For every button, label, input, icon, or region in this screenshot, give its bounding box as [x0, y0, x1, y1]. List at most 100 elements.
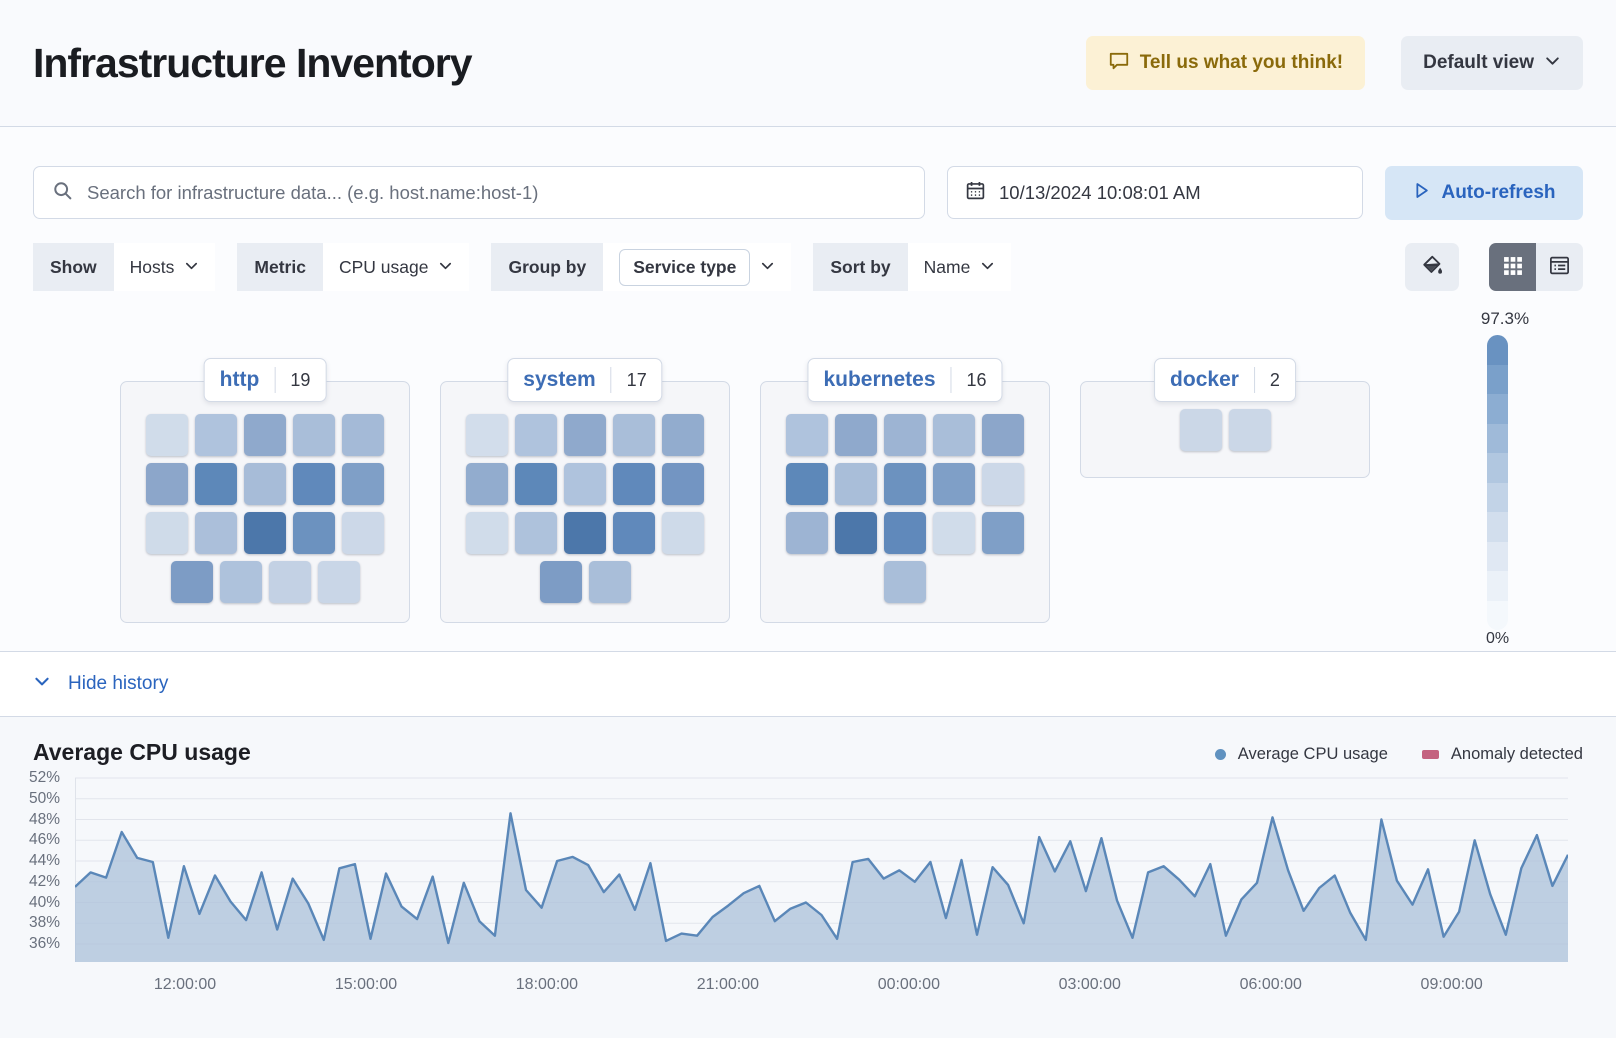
- waffle-tile[interactable]: [317, 561, 360, 603]
- waffle-tile[interactable]: [244, 414, 286, 456]
- waffle-tile[interactable]: [613, 414, 655, 456]
- waffle-tile[interactable]: [786, 463, 828, 505]
- waffle-tile[interactable]: [884, 463, 926, 505]
- waffle-tile[interactable]: [564, 512, 606, 554]
- cpu-history-section: Average CPU usage Average CPU usage Anom…: [0, 717, 1616, 1038]
- waffle-tile[interactable]: [195, 512, 237, 554]
- waffle-tile[interactable]: [982, 463, 1024, 505]
- legend-item-average-cpu[interactable]: Average CPU usage: [1214, 745, 1388, 764]
- waffle-tile[interactable]: [146, 463, 188, 505]
- group-count: 19: [290, 369, 311, 390]
- y-axis-label: 44%: [28, 852, 60, 869]
- date-picker-value: 10/13/2024 10:08:01 AM: [999, 181, 1201, 203]
- map-view-toggle-button[interactable]: [1489, 243, 1536, 291]
- group-by-pill[interactable]: Service type: [619, 248, 751, 286]
- y-axis-label: 38%: [28, 914, 60, 932]
- waffle-tile[interactable]: [835, 463, 877, 505]
- sort-by-filter-value[interactable]: Name: [907, 243, 1012, 291]
- waffle-tile[interactable]: [342, 414, 384, 456]
- waffle-tile[interactable]: [293, 414, 335, 456]
- waffle-tile[interactable]: [662, 512, 704, 554]
- waffle-tile[interactable]: [933, 512, 975, 554]
- waffle-tile[interactable]: [244, 463, 286, 505]
- waffle-tile[interactable]: [786, 414, 828, 456]
- waffle-tile[interactable]: [564, 414, 606, 456]
- legend-item-label: Anomaly detected: [1450, 745, 1583, 763]
- waffle-tile[interactable]: [170, 561, 213, 603]
- group-badge-docker[interactable]: docker 2: [1154, 358, 1296, 402]
- waffle-tile[interactable]: [884, 414, 926, 456]
- waffle-tile[interactable]: [244, 512, 286, 554]
- waffle-tile[interactable]: [515, 512, 557, 554]
- waffle-tile[interactable]: [342, 512, 384, 554]
- waffle-tile[interactable]: [293, 463, 335, 505]
- waffle-tile[interactable]: [835, 512, 877, 554]
- waffle-tile[interactable]: [268, 561, 311, 603]
- waffle-tile[interactable]: [786, 512, 828, 554]
- show-filter: Show Hosts: [33, 243, 216, 291]
- waffle-tile[interactable]: [515, 414, 557, 456]
- waffle-tile[interactable]: [146, 512, 188, 554]
- waffle-tile[interactable]: [588, 561, 631, 603]
- history-band: Hide history: [0, 651, 1616, 717]
- show-filter-value-text: Hosts: [129, 256, 175, 277]
- waffle-tile[interactable]: [466, 414, 508, 456]
- group-name: docker: [1170, 368, 1239, 391]
- waffle-tile[interactable]: [662, 414, 704, 456]
- y-axis-label: 42%: [28, 872, 60, 890]
- waffle-tile[interactable]: [195, 414, 237, 456]
- waffle-tile[interactable]: [884, 561, 926, 603]
- anomaly-swatch-icon: [1421, 750, 1439, 759]
- waffle-tile[interactable]: [982, 512, 1024, 554]
- chart-legend: Average CPU usage Anomaly detected: [1214, 745, 1583, 764]
- waffle-tile[interactable]: [613, 463, 655, 505]
- chevron-down-icon: [438, 257, 453, 278]
- waffle-tile[interactable]: [539, 561, 582, 603]
- y-axis-label: 36%: [28, 935, 60, 952]
- waffle-tile[interactable]: [466, 512, 508, 554]
- hide-history-link[interactable]: Hide history: [33, 672, 168, 696]
- waffle-tile[interactable]: [293, 512, 335, 554]
- waffle-tile[interactable]: [982, 414, 1024, 456]
- waffle-tile[interactable]: [564, 463, 606, 505]
- table-view-toggle-button[interactable]: [1536, 243, 1583, 291]
- metric-filter-value[interactable]: CPU usage: [322, 243, 470, 291]
- color-palette-button[interactable]: [1405, 243, 1459, 291]
- group-by-filter-value[interactable]: Service type: [603, 243, 792, 291]
- date-picker[interactable]: 10/13/2024 10:08:01 AM: [947, 166, 1363, 219]
- show-filter-value[interactable]: Hosts: [113, 243, 216, 291]
- waffle-tile[interactable]: [1228, 409, 1271, 451]
- chevron-down-icon: [33, 672, 51, 696]
- group-count: 2: [1269, 369, 1280, 390]
- view-controls: [1405, 243, 1583, 291]
- group-count: 17: [626, 369, 647, 390]
- waffle-tile[interactable]: [613, 512, 655, 554]
- cpu-usage-plot-wrap: [74, 770, 1570, 967]
- default-view-button[interactable]: Default view: [1401, 36, 1583, 90]
- group-count: 16: [966, 369, 987, 390]
- waffle-tile[interactable]: [933, 463, 975, 505]
- waffle-tile[interactable]: [466, 463, 508, 505]
- waffle-tile[interactable]: [933, 414, 975, 456]
- feedback-button[interactable]: Tell us what you think!: [1085, 36, 1366, 90]
- waffle-tile[interactable]: [146, 414, 188, 456]
- waffle-legend-max: 97.3%: [1480, 309, 1530, 328]
- search-input[interactable]: [87, 181, 906, 204]
- waffle-tile[interactable]: [1179, 409, 1222, 451]
- waffle-tile[interactable]: [515, 463, 557, 505]
- auto-refresh-button[interactable]: Auto-refresh: [1385, 166, 1583, 220]
- waffle-tile[interactable]: [835, 414, 877, 456]
- waffle-tile[interactable]: [219, 561, 262, 603]
- chevron-down-icon: [1544, 52, 1561, 75]
- waffle-tile[interactable]: [342, 463, 384, 505]
- x-axis-label: 18:00:00: [515, 976, 579, 993]
- waffle-tile[interactable]: [662, 463, 704, 505]
- waffle-tile[interactable]: [195, 463, 237, 505]
- waffle-tile[interactable]: [884, 512, 926, 554]
- legend-item-anomaly[interactable]: Anomaly detected: [1421, 745, 1583, 764]
